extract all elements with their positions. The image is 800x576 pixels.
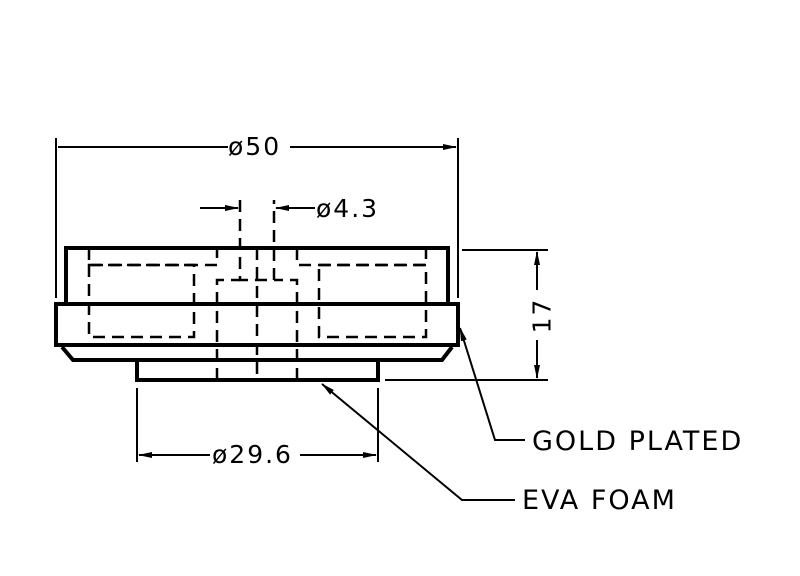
dimension-height: 17 bbox=[527, 295, 557, 336]
hidden-lines bbox=[87, 200, 428, 380]
dimension-outer-diameter: ø50 bbox=[228, 132, 282, 161]
dimension-foam-diameter: ø29.6 bbox=[212, 440, 293, 469]
callout-eva-foam: EVA FOAM bbox=[522, 485, 677, 516]
dimension-hole-diameter: ø4.3 bbox=[316, 194, 380, 223]
dimension-lines bbox=[55, 138, 548, 462]
callout-gold-plated: GOLD PLATED bbox=[532, 426, 744, 457]
eva-foam-pad bbox=[135, 358, 380, 382]
leader-lines bbox=[321, 327, 525, 501]
